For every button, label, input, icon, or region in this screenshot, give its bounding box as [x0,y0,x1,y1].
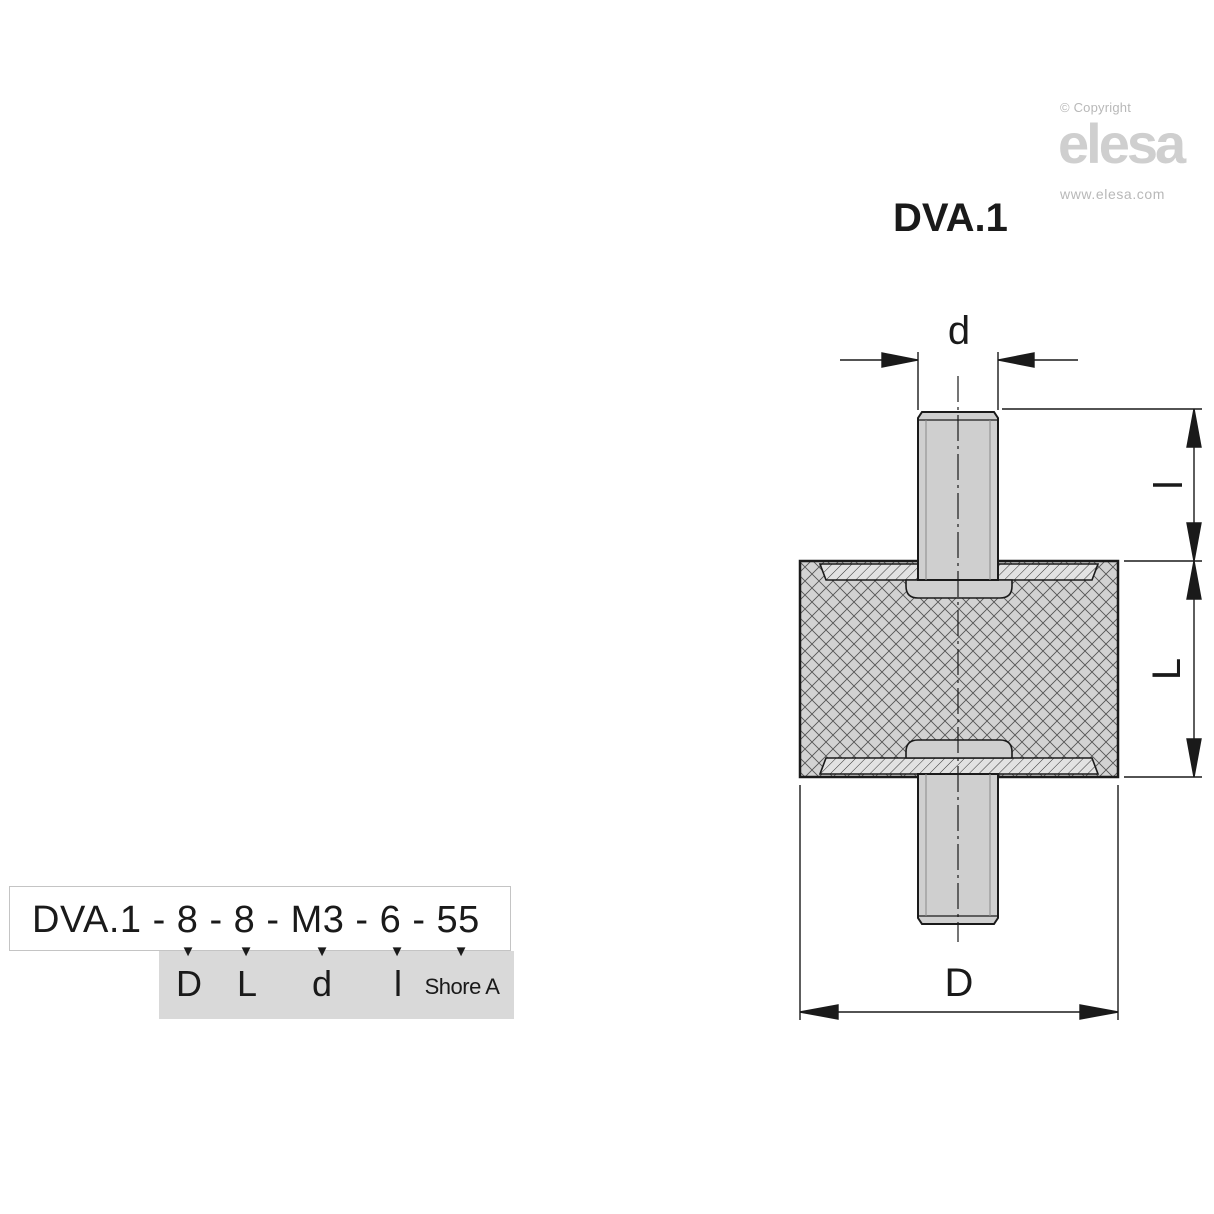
dimension-D [799,785,1119,1020]
dimension-label-d: d [948,309,970,353]
pointer-triangle-icon: ▼ [180,943,196,960]
copyright-notice: © Copyright [1060,100,1132,115]
dimension-l-and-L [1002,408,1202,778]
legend-label-d: d [311,963,333,1004]
legend-label-L: L [236,963,258,1004]
bottom-metal-plate [818,757,1100,775]
dimension-label-L: L [1145,658,1189,680]
legend-label-D: D [176,963,202,1004]
website-url: www.elesa.com [1060,186,1166,202]
legend-label-l: l [394,963,402,1004]
top-stud-head [905,579,1013,599]
pointer-triangle-icon: ▼ [238,943,254,960]
product-title: DVA.1 [893,196,1008,240]
ordering-code-text: DVA.1 - 8 - 8 - M3 - 6 - 55 [32,899,480,941]
dimension-d [840,352,1078,410]
pointer-triangle-icon: ▼ [389,943,405,960]
dimension-label-l: l [1147,481,1191,490]
ordering-code-box: DVA.1 - 8 - 8 - M3 - 6 - 55 [9,886,511,951]
pointer-triangle-icon: ▼ [453,943,469,960]
bottom-stud-head [905,739,1013,759]
legend-label-shore-a: Shore A [424,974,500,999]
brand-logo: elesa [1058,112,1186,175]
pointer-triangle-icon: ▼ [314,943,330,960]
dimension-label-D: D [945,961,974,1005]
ordering-code-legend [159,951,514,1019]
